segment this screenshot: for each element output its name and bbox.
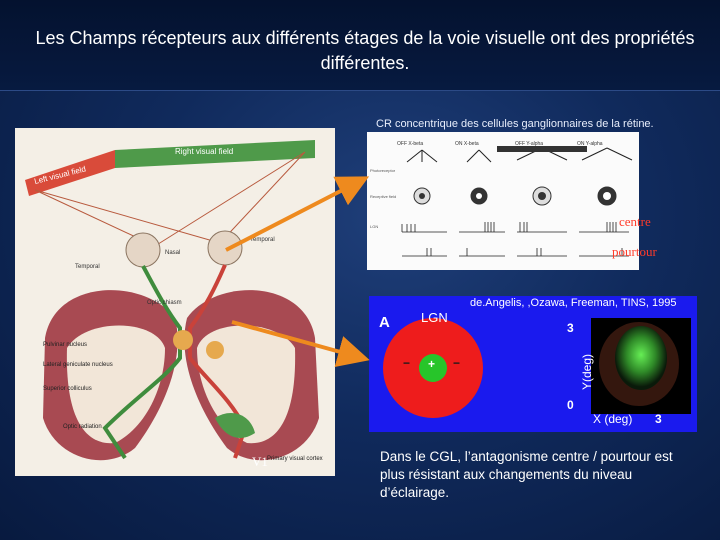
- arrow-to-retina: [225, 176, 370, 252]
- center-circle: [419, 354, 447, 382]
- lgn-receptive-field-panel: A LGN − − + Y(deg) 3 0 X (deg) 3: [369, 296, 697, 432]
- nasal-label: Nasal: [165, 250, 180, 256]
- center-plus: +: [428, 357, 436, 371]
- lgn-anatomy-label: Lateral geniculate nucleus: [43, 362, 113, 368]
- y-tick-bottom: 0: [567, 398, 574, 412]
- ganglion-row3: LGN: [370, 224, 378, 229]
- ganglion-col4: ON Y-alpha: [577, 141, 603, 147]
- left-field-band: [25, 150, 115, 196]
- green-pathway: [102, 265, 182, 460]
- lgn-nucleus-right: [206, 341, 224, 359]
- ganglion-drawing: OFF X-beta ON X-beta OFF Y-alpha ON Y-al…: [370, 141, 633, 257]
- surround-minus-right: −: [453, 356, 461, 370]
- primary-visual-cortex-label: Primary visual cortex: [267, 456, 323, 462]
- right-field-label: Right visual field: [175, 147, 233, 156]
- red-pathway: [188, 264, 248, 459]
- ganglion-col2: ON X-beta: [455, 141, 479, 147]
- temporal-right-label: Temporal: [250, 237, 275, 243]
- lgn-drawing: [383, 318, 691, 418]
- title-bar: [0, 0, 720, 91]
- ganglion-caption: CR concentrique des cellules ganglionnai…: [376, 118, 654, 130]
- pourtour-label: pourtour: [612, 244, 657, 259]
- optic-radiation-label: Optic radiation: [63, 424, 102, 430]
- occipital-cortex: [215, 413, 255, 438]
- panel-letter: A: [379, 314, 390, 331]
- visual-pathway-drawing: Left visual field Right visual field Nas…: [25, 140, 323, 462]
- x-tick-right: 3: [655, 412, 662, 426]
- dendrite-band: [497, 146, 587, 152]
- v1-label: V1: [252, 454, 268, 469]
- centre-label: centre: [619, 214, 651, 229]
- slide-title: Les Champs récepteurs aux différents éta…: [35, 28, 695, 73]
- ganglion-col1: OFF X-beta: [397, 141, 423, 147]
- right-field-band: [115, 140, 315, 168]
- superior-colliculus-label: Superior colliculus: [43, 386, 92, 392]
- arrow-to-lgn: [231, 320, 370, 368]
- lgn-label: LGN: [421, 310, 448, 325]
- ganglion-col3: OFF Y-alpha: [515, 141, 543, 147]
- visual-pathway-figure: Left visual field Right visual field Nas…: [15, 128, 335, 476]
- dendrites: [406, 147, 633, 163]
- left-white-matter: [66, 325, 165, 444]
- temporal-left-label: Temporal: [75, 264, 100, 270]
- spike-trains: [401, 222, 629, 257]
- lgn-nucleus: [173, 330, 193, 350]
- light-rays: [34, 151, 306, 247]
- y-tick-top: 3: [567, 321, 574, 335]
- rf-map-spot: [615, 326, 667, 390]
- conclusion-text: Dans le CGL, l’antagonisme centre / pour…: [380, 449, 673, 500]
- ganglion-row1: Photoreceptor: [370, 168, 396, 173]
- surround-minus-left: −: [403, 356, 411, 370]
- ganglion-row2: Receptive field: [370, 194, 396, 199]
- pulvinar-label: Pulvinar nucleus: [43, 342, 87, 348]
- optic-chiasm-label: Optic chiasm: [147, 300, 182, 306]
- ganglion-panel: OFF X-beta ON X-beta OFF Y-alpha ON Y-al…: [367, 132, 639, 270]
- x-axis-label: X (deg): [593, 412, 633, 426]
- citation: de.Angelis, ,Ozawa, Freeman, TINS, 1995: [470, 297, 677, 309]
